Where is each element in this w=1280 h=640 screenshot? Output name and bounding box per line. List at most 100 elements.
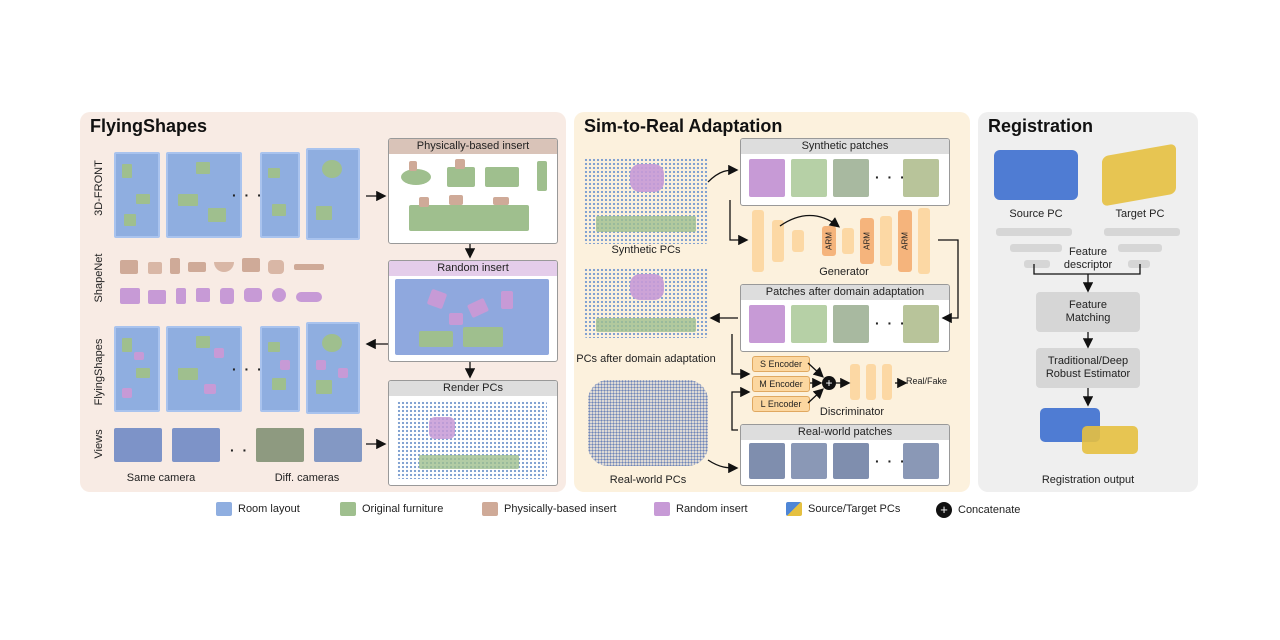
random-insert-title: Random insert bbox=[389, 261, 557, 276]
arm-block: ARM bbox=[822, 226, 836, 256]
legend-swatch bbox=[654, 502, 670, 516]
legend-label: Physically-based insert bbox=[504, 503, 617, 515]
patch bbox=[749, 443, 785, 479]
feature-bar bbox=[1024, 260, 1050, 268]
legend-physically-based-insert: Physically-based insert bbox=[482, 502, 617, 516]
shapenet-object bbox=[120, 260, 138, 274]
discriminator-layer bbox=[850, 364, 860, 400]
synthetic-pcs-label: Synthetic PCs bbox=[611, 244, 681, 256]
real-fake-label: Real/Fake bbox=[906, 376, 948, 386]
discriminator-label: Discriminator bbox=[819, 406, 885, 418]
synthetic-patches-box: Synthetic patches · · · bbox=[740, 138, 950, 206]
source-pc-label: Source PC bbox=[1009, 208, 1063, 220]
legend-random-insert: Random insert bbox=[654, 502, 748, 516]
feature-descriptor-label: Feature descriptor bbox=[1063, 246, 1113, 271]
generator-label: Generator bbox=[819, 266, 869, 278]
inserted-object bbox=[493, 197, 509, 205]
sofa bbox=[419, 331, 453, 347]
view-thumbnail bbox=[256, 428, 304, 462]
generator-layer bbox=[752, 210, 764, 272]
inserted-object bbox=[455, 159, 465, 169]
furniture-stand bbox=[537, 161, 547, 191]
random-object-points bbox=[429, 417, 455, 439]
shapenet-object bbox=[244, 288, 262, 302]
furniture-points bbox=[596, 216, 696, 232]
legend-label: Random insert bbox=[676, 503, 748, 515]
patch bbox=[791, 305, 827, 343]
legend-source-target-pcs: Source/Target PCs bbox=[786, 502, 900, 516]
room-layout-3 bbox=[260, 152, 300, 238]
real-world-patches-title: Real-world patches bbox=[741, 425, 949, 440]
robust-estimator-box: Traditional/Deep Robust Estimator bbox=[1036, 348, 1140, 388]
shapenet-object bbox=[148, 290, 166, 304]
view-thumbnail bbox=[114, 428, 162, 462]
arrow bbox=[731, 334, 751, 380]
furniture-table bbox=[401, 169, 431, 185]
random-insert-box: Random insert bbox=[388, 260, 558, 362]
flyingshapes-panel: FlyingShapes 3D-FRONT ShapeNet FlyingSha… bbox=[80, 112, 566, 492]
feature-bar bbox=[1010, 244, 1062, 252]
inserted-object bbox=[409, 161, 417, 171]
legend-label: Concatenate bbox=[958, 504, 1021, 516]
flyingshapes-room-1 bbox=[114, 326, 160, 412]
generator-layer bbox=[792, 230, 804, 252]
legend-room-layout: Room layout bbox=[216, 502, 300, 516]
target-pc-label: Target PC bbox=[1115, 208, 1165, 220]
shapenet-object bbox=[294, 264, 324, 270]
registration-title: Registration bbox=[988, 116, 1094, 136]
legend-label: Room layout bbox=[238, 503, 300, 515]
arrow bbox=[1033, 264, 1141, 275]
view-thumbnail bbox=[314, 428, 362, 462]
legend-swatch bbox=[482, 502, 498, 516]
legend-label: Original furniture bbox=[362, 503, 444, 515]
generator-layer bbox=[918, 208, 930, 274]
shapenet-object bbox=[272, 288, 286, 302]
shapenet-object bbox=[120, 288, 140, 304]
random-object bbox=[501, 291, 513, 309]
flyingshapes-room-4 bbox=[306, 322, 360, 414]
ellipsis: · · · bbox=[875, 453, 907, 469]
physically-based-insert-box: Physically-based insert bbox=[388, 138, 558, 244]
shapenet-object bbox=[242, 258, 260, 272]
arrow bbox=[707, 459, 739, 474]
shapenet-object bbox=[268, 260, 284, 274]
sim-to-real-panel: Sim-to-Real Adaptation Synthetic PCs PCs… bbox=[574, 112, 970, 492]
arrow bbox=[938, 239, 959, 324]
real-world-patches-box: Real-world patches · · · bbox=[740, 424, 950, 486]
sim-to-real-title: Sim-to-Real Adaptation bbox=[584, 116, 783, 136]
feature-bar bbox=[1118, 244, 1162, 252]
render-pcs-title: Render PCs bbox=[389, 381, 557, 396]
shapenet-object bbox=[296, 292, 322, 302]
inserted-object bbox=[419, 197, 429, 207]
feature-bar bbox=[1128, 260, 1150, 268]
patch bbox=[833, 443, 869, 479]
arrow bbox=[807, 388, 824, 404]
legend-swatch bbox=[340, 502, 356, 516]
real-world-pcs-label: Real-world PCs bbox=[609, 474, 687, 486]
physically-based-insert-title: Physically-based insert bbox=[389, 139, 557, 154]
concatenate-icon: + bbox=[936, 502, 952, 518]
shapenet-object bbox=[176, 288, 186, 304]
l-encoder: L Encoder bbox=[752, 396, 810, 412]
feature-bar bbox=[996, 228, 1072, 236]
generator-layer bbox=[842, 228, 854, 254]
m-encoder: M Encoder bbox=[752, 376, 810, 392]
registered-target-pc bbox=[1082, 426, 1138, 454]
flyingshapes-title: FlyingShapes bbox=[90, 116, 208, 136]
furniture-points bbox=[419, 455, 519, 469]
room-layout-4 bbox=[306, 148, 360, 240]
source-pc bbox=[994, 150, 1078, 200]
furniture-sideboard bbox=[409, 205, 529, 231]
patch bbox=[791, 159, 827, 197]
patch bbox=[791, 443, 827, 479]
patch bbox=[833, 159, 869, 197]
ellipsis: · · · bbox=[232, 361, 264, 377]
ellipsis: · · · bbox=[230, 442, 262, 458]
discriminator-layer bbox=[882, 364, 892, 400]
feature-matching-box: Feature Matching bbox=[1036, 292, 1140, 332]
arrow bbox=[707, 164, 739, 183]
furniture-cabinet bbox=[485, 167, 519, 187]
synthetic-patches-title: Synthetic patches bbox=[741, 139, 949, 154]
ellipsis: · · · bbox=[875, 169, 907, 185]
